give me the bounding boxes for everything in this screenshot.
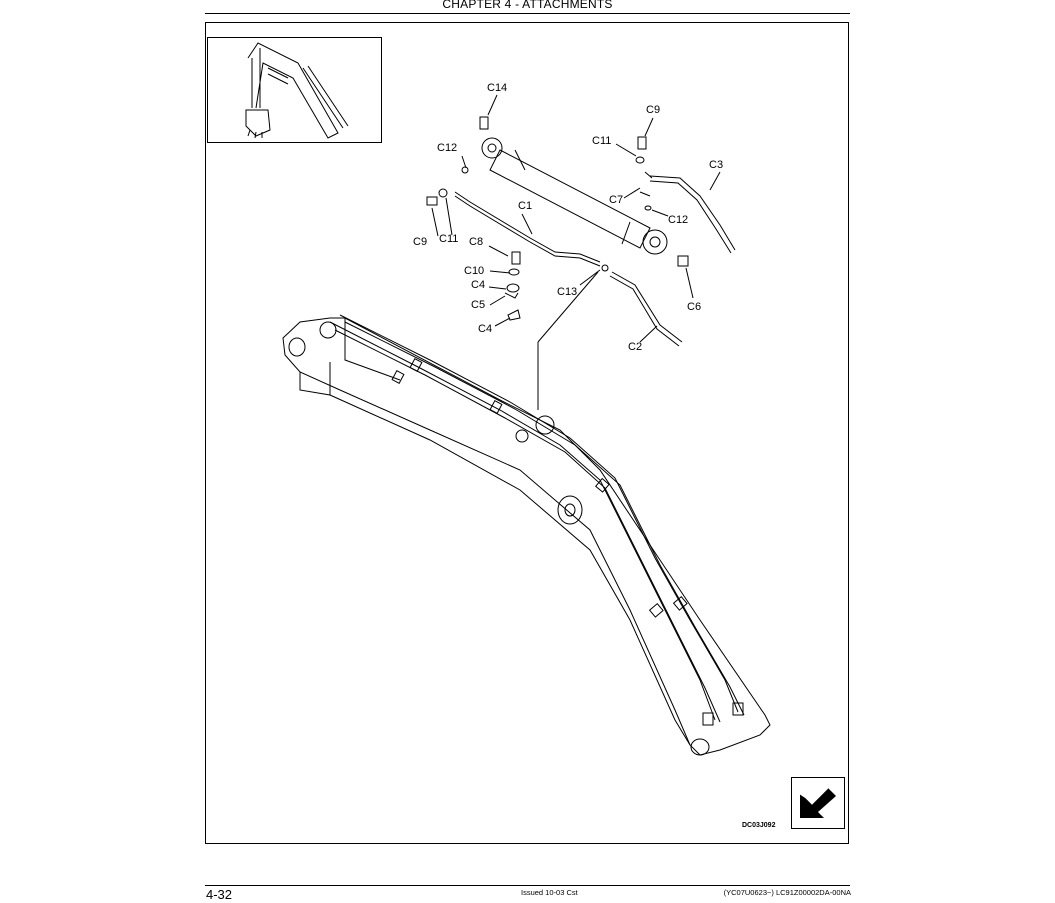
figure-frame [205, 22, 849, 844]
arm-pipe-2 [334, 329, 721, 723]
pipe-c3 [649, 175, 736, 251]
footer-rule [205, 885, 850, 886]
callout-c2: C2 [628, 341, 642, 353]
callout-c14: C14 [487, 82, 507, 94]
figure-code: DC03J092 [742, 822, 776, 829]
callout-c5: C5 [471, 299, 485, 311]
callout-c11-left: C11 [439, 233, 458, 245]
chapter-title: CHAPTER 4 - ATTACHMENTS [442, 0, 613, 11]
page-number: 4-32 [206, 887, 233, 902]
pipe-c1 [454, 191, 601, 263]
callout-c13: C13 [557, 286, 577, 298]
arm-body [282, 317, 771, 756]
callout-c4-a: C4 [471, 279, 485, 291]
document-code: (YC07U0623~) LC91Z00002DA-00NA [723, 888, 851, 897]
callout-c7: C7 [609, 194, 623, 206]
callout-c10: C10 [464, 265, 484, 277]
bucket-cylinder [481, 137, 668, 255]
excavator-arm-icon [245, 42, 349, 139]
pipe-c2 [611, 271, 683, 343]
next-page-arrow-icon [799, 787, 836, 818]
header-rule [205, 13, 850, 14]
callout-c11-top: C11 [592, 135, 611, 147]
issued-date: Issued 10-03 Cst [521, 888, 578, 897]
callout-c9-left: C9 [413, 236, 427, 248]
callout-c1: C1 [518, 200, 532, 212]
arm-pipe-4 [344, 321, 745, 716]
callout-c6: C6 [687, 301, 701, 313]
locator-inset [207, 37, 382, 143]
arm-pipe-3 [339, 314, 739, 713]
callout-c12-right: C12 [668, 214, 688, 226]
callout-c12-top: C12 [437, 142, 457, 154]
callout-c8: C8 [469, 236, 483, 248]
callout-c4-b: C4 [478, 323, 492, 335]
arm-pipe-1 [329, 321, 716, 721]
callout-c3: C3 [709, 159, 723, 171]
callout-c9-top: C9 [646, 104, 660, 116]
next-page-arrow-button[interactable] [791, 777, 845, 829]
